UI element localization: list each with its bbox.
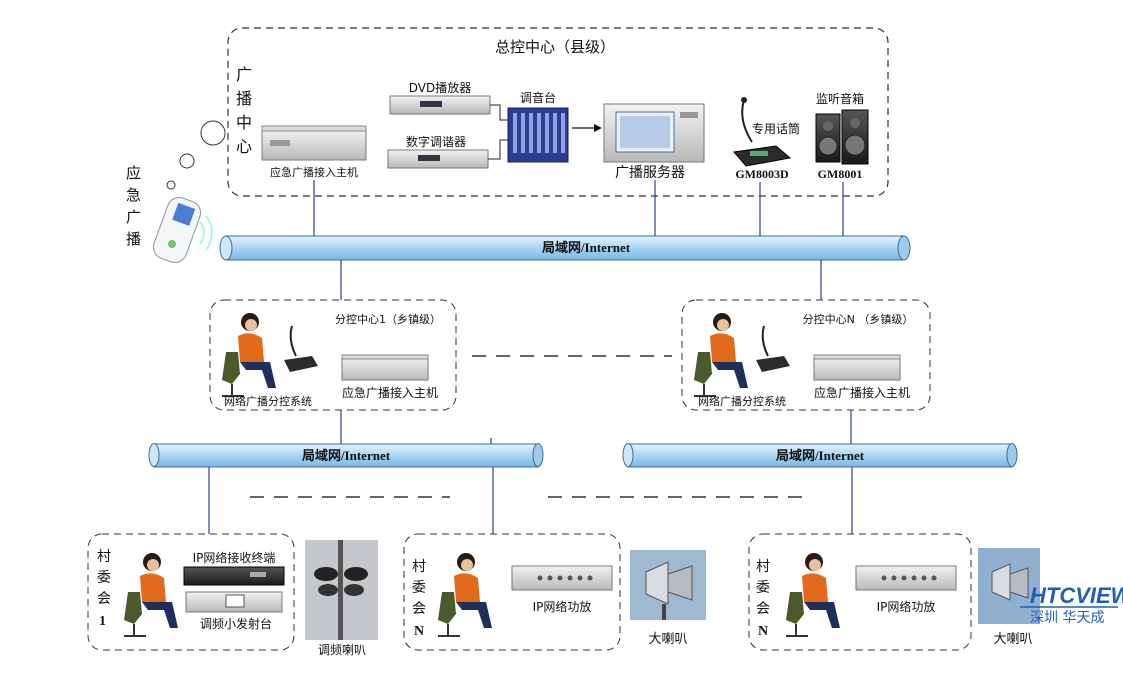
mic-label: 专用话筒 — [752, 121, 800, 136]
village-1-transmitter-label: 调频小发射台 — [200, 616, 272, 631]
operator-figure-n — [694, 313, 748, 397]
svg-text:深圳 华天成: 深圳 华天成 — [1030, 610, 1104, 626]
village-operator-1 — [124, 553, 178, 637]
sub-center-links — [340, 260, 822, 300]
sub-center-1-title: 分控中心1（乡镇级） — [335, 312, 441, 326]
ip-receiver-device — [183, 566, 285, 586]
tuner-label: 数字调谐器 — [406, 134, 466, 149]
village-3-frame — [748, 533, 972, 651]
right-network-pipe — [622, 443, 1018, 468]
central-frame — [227, 27, 889, 197]
main-network-pipe — [219, 235, 911, 261]
village-3-label: 村 委 会 N — [756, 559, 770, 639]
sub-center-1-frame — [209, 299, 457, 411]
mic-device — [733, 97, 792, 167]
horn-speaker-3 — [978, 548, 1040, 624]
sub-center-downlinks — [340, 410, 852, 444]
village-1-receiver-label: IP网络接收终端 — [193, 550, 276, 565]
dvd-tuner-wires — [488, 104, 508, 160]
left-network-label: 局域网/Internet — [302, 448, 391, 463]
fm-transmitter-device — [185, 591, 283, 613]
svg-text:广: 广 — [126, 208, 141, 226]
svg-text:应: 应 — [126, 164, 141, 182]
horn-speaker-2 — [630, 550, 706, 620]
village-links — [208, 467, 853, 534]
village-operator-2 — [438, 553, 492, 637]
sub-host-n-device — [813, 354, 901, 381]
dvd-player-device — [389, 95, 491, 115]
ip-amplifier-device-2 — [511, 565, 613, 591]
mobile-phone-icon — [152, 196, 213, 264]
fm-speaker-pole — [305, 540, 378, 640]
sub-center-1-host: 应急广播接入主机 — [342, 385, 438, 400]
svg-text:急: 急 — [126, 186, 141, 204]
fm-speaker-label: 调频喇叭 — [318, 642, 366, 657]
sub-host-1-device — [341, 354, 429, 381]
dvd-label: DVD播放器 — [409, 80, 471, 95]
right-network-label: 局域网/Internet — [776, 448, 865, 463]
ip-amplifier-device-3 — [855, 565, 957, 591]
left-network-pipe — [148, 443, 544, 468]
mixer-device — [507, 107, 569, 163]
svg-text:N: N — [758, 624, 768, 639]
server-label: 广播服务器 — [615, 165, 685, 181]
monitor-speaker-device — [815, 109, 869, 165]
svg-text:1: 1 — [99, 614, 106, 629]
central-title: 总控中心（县级） — [495, 38, 615, 56]
village-1-label: 村 委 会 1 — [97, 549, 111, 629]
desk-microphone-1 — [284, 325, 318, 372]
emergency-label: 应 急 广 播 — [126, 164, 141, 248]
sub-center-n-host: 应急广播接入主机 — [814, 385, 910, 400]
sub-center-n-frame — [681, 299, 931, 411]
village-2-frame — [403, 533, 621, 651]
tuner-device — [387, 149, 489, 169]
speaker-label: 监听音箱 — [816, 91, 864, 106]
main-network-label: 局域网/Internet — [542, 240, 631, 255]
horn-speaker-2-label: 大喇叭 — [648, 632, 687, 647]
central-access-host-device — [261, 125, 367, 161]
svg-text:播: 播 — [126, 230, 141, 248]
htcview-logo: HTCVIEW 深圳 华天成 — [1020, 583, 1123, 626]
horn-speaker-3-label: 大喇叭 — [993, 632, 1032, 647]
svg-text:心: 心 — [236, 137, 252, 156]
desk-microphone-n — [756, 325, 790, 372]
svg-text:会: 会 — [756, 601, 770, 617]
mic-model: GM8003D — [735, 167, 789, 181]
mixer-label: 调音台 — [520, 90, 556, 105]
svg-text:村: 村 — [97, 549, 111, 565]
broadcast-server-device — [603, 103, 705, 163]
village-2-amp-label: IP网络功放 — [533, 599, 592, 614]
svg-text:N: N — [414, 624, 424, 639]
sub-center-n-operator: 网络广播分控系统 — [698, 394, 786, 408]
sub-center-1-operator: 网络广播分控系统 — [224, 394, 312, 408]
svg-text:HTCVIEW: HTCVIEW — [1030, 583, 1123, 608]
speaker-model: GM8001 — [818, 167, 863, 181]
svg-text:播: 播 — [236, 89, 252, 108]
mixer-arrow-head — [594, 124, 602, 132]
svg-text:村: 村 — [412, 559, 426, 575]
village-1-frame — [87, 533, 295, 651]
svg-text:会: 会 — [97, 591, 111, 607]
svg-text:中: 中 — [236, 113, 252, 132]
svg-text:广: 广 — [236, 65, 252, 84]
svg-text:委: 委 — [756, 580, 770, 596]
thought-bubbles — [166, 120, 226, 190]
village-2-label: 村 委 会 N — [412, 559, 426, 639]
svg-text:委: 委 — [97, 570, 111, 586]
svg-text:会: 会 — [412, 601, 426, 617]
svg-text:村: 村 — [756, 559, 770, 575]
operator-figure-1 — [222, 313, 276, 397]
village-operator-3 — [786, 553, 840, 637]
sub-center-n-title: 分控中心N （乡镇级） — [803, 312, 914, 326]
central-side-label: 广 播 中 心 — [236, 65, 252, 156]
village-3-amp-label: IP网络功放 — [877, 599, 936, 614]
central-uplinks — [313, 180, 844, 236]
central-access-host-label: 应急广播接入主机 — [270, 165, 358, 179]
svg-text:委: 委 — [412, 580, 426, 596]
